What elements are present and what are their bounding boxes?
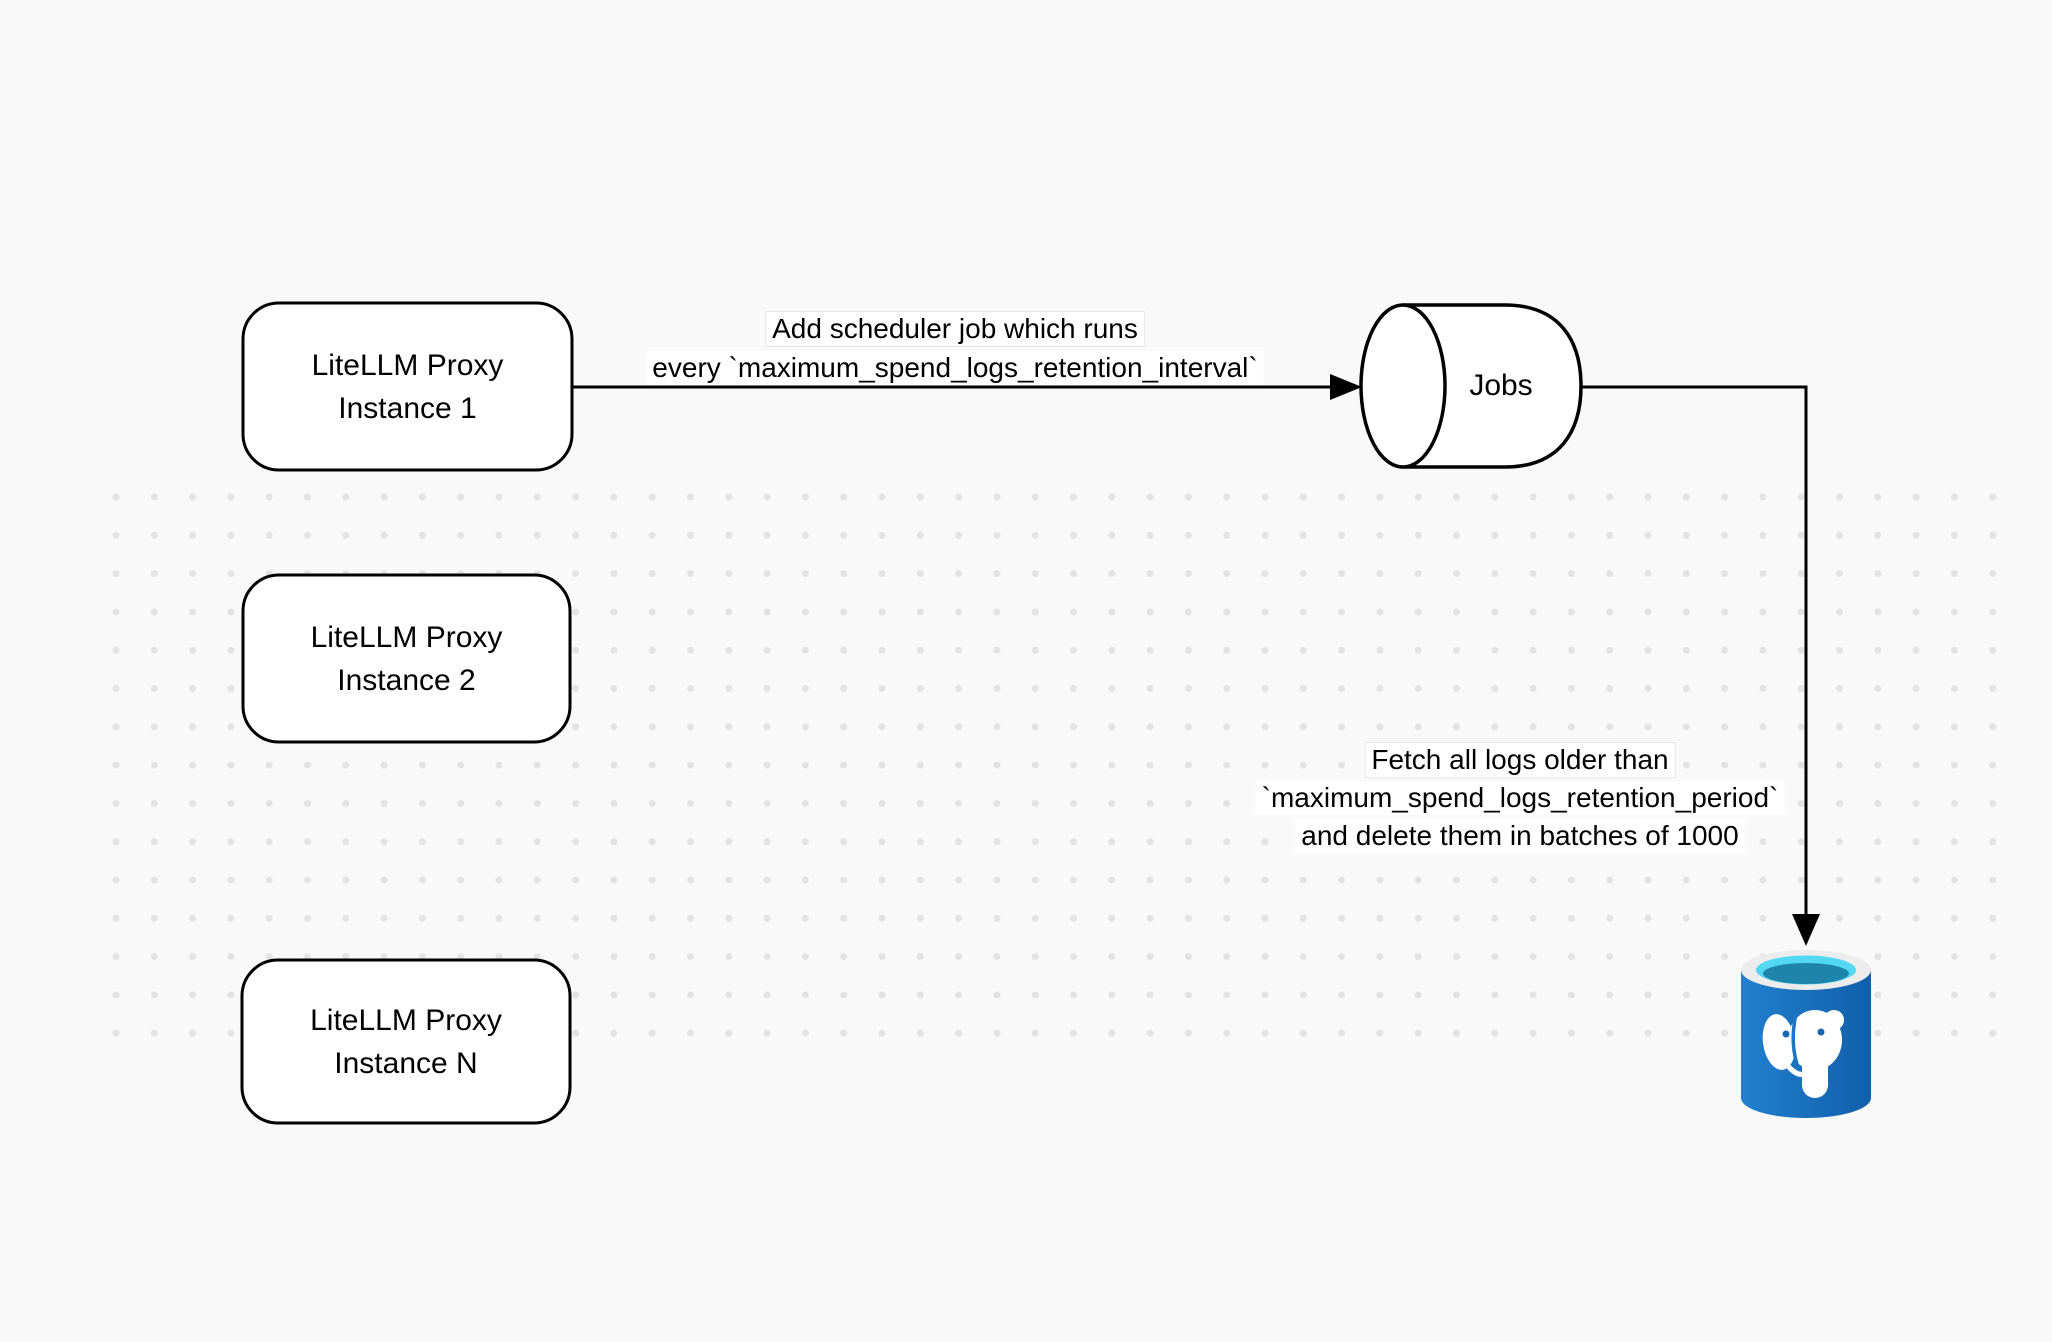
edge-label-text: Fetch all logs older than <box>1364 742 1676 778</box>
edge-label-line: every `maximum_spend_logs_retention_inte… <box>646 348 1264 387</box>
node-litellm-proxy-instance-2[interactable] <box>241 573 572 744</box>
postgres-elephant-icon <box>1762 1010 1844 1098</box>
edge-label-line: Add scheduler job which runs <box>646 309 1263 348</box>
db-inner-teal <box>1763 963 1849 984</box>
edge-label-text: Add scheduler job which runs <box>765 310 1145 347</box>
edge-label-text: `maximum_spend_logs_retention_period` <box>1255 781 1785 815</box>
arrowhead-right-icon <box>1330 374 1362 400</box>
edge-label-text: every `maximum_spend_logs_retention_inte… <box>646 350 1264 385</box>
edge-label-line: Fetch all logs older than <box>1256 741 1785 779</box>
node-jobs-queue[interactable] <box>1359 303 1583 469</box>
postgresql-icon[interactable] <box>1741 950 1871 1118</box>
edge-label-text: and delete them in batches of 1000 <box>1295 819 1745 853</box>
node-litellm-proxy-instance-n[interactable] <box>240 958 572 1125</box>
jobs-cylinder-cap <box>1359 303 1447 469</box>
edge-label-line: `maximum_spend_logs_retention_period` <box>1255 779 1785 817</box>
edge-label-cleanup: Fetch all logs older than `maximum_spend… <box>1255 741 1785 855</box>
edge-jobs-to-database <box>1581 385 1808 920</box>
jobs-cylinder-body <box>1403 303 1583 469</box>
arrowhead-down-icon <box>1792 914 1820 946</box>
node-litellm-proxy-instance-1[interactable] <box>241 301 574 472</box>
edge-label-line: and delete them in batches of 1000 <box>1256 817 1785 855</box>
edge-label-scheduler: Add scheduler job which runs every `maxi… <box>646 309 1264 387</box>
